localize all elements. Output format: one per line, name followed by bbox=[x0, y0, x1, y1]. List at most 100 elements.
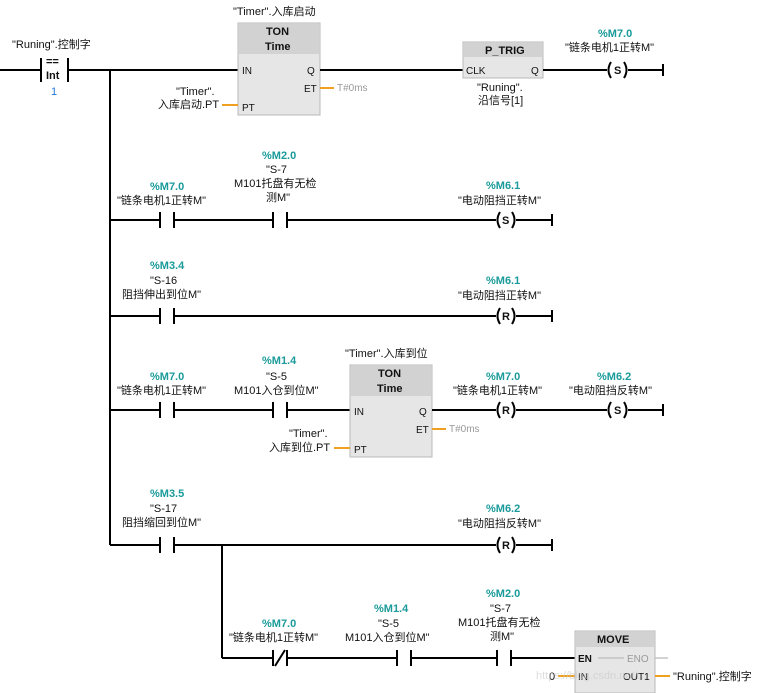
r2-coil-tag: "电动阻挡正转M" bbox=[458, 193, 541, 207]
ton2-pt-tag-line2: 入库到位.PT bbox=[269, 440, 330, 454]
ton2-type: Time bbox=[377, 383, 402, 395]
move-in-value: 0 bbox=[549, 671, 555, 683]
r6-c3-tag-line1: "S-7 bbox=[490, 603, 511, 615]
r2-c2-tag-line3: 测M" bbox=[266, 191, 290, 204]
ton1-type: Time bbox=[265, 41, 290, 53]
r4-coil2-tag: "电动阻挡反转M" bbox=[569, 383, 652, 397]
ton1-instance: "Timer".入库启动 bbox=[233, 5, 316, 18]
contact-no[interactable] bbox=[272, 402, 288, 418]
contact-no[interactable] bbox=[159, 537, 175, 553]
ton2-title: TON bbox=[378, 368, 401, 380]
r2-c2-tag-line2: M101托盘有无检 bbox=[234, 176, 317, 190]
reset-coil[interactable]: R bbox=[496, 401, 516, 419]
r5-coil-addr: %M6.2 bbox=[486, 503, 520, 515]
svg-text:R: R bbox=[502, 311, 510, 323]
ton2-pt-tag-line1: "Timer". bbox=[289, 428, 328, 440]
r2-c2-tag-line1: "S-7 bbox=[266, 164, 287, 176]
svg-text:S: S bbox=[614, 65, 621, 77]
r4-c2-tag-line1: "S-5 bbox=[266, 371, 287, 383]
ptrig-mem-line1: "Runing". bbox=[477, 82, 523, 94]
r6-c3-tag-line3: 测M" bbox=[490, 630, 514, 643]
ton2-instance: "Timer".入库到位 bbox=[345, 346, 428, 360]
r3-c1-tag-line2: 阻挡伸出到位M" bbox=[122, 287, 201, 301]
r6-c1-addr: %M7.0 bbox=[262, 618, 296, 630]
r2-c1-addr: %M7.0 bbox=[150, 181, 184, 193]
contact-nc[interactable] bbox=[272, 649, 288, 667]
contact-no[interactable] bbox=[159, 308, 175, 324]
ton1-pin-in: IN bbox=[242, 66, 252, 77]
ptrig-pin-q: Q bbox=[531, 66, 539, 77]
r3-coil-addr: %M6.1 bbox=[486, 275, 520, 287]
ptrig-pin-clk: CLK bbox=[466, 66, 486, 77]
ton1-pt-tag-line1: "Timer". bbox=[176, 86, 215, 98]
r6-c2-tag-line1: "S-5 bbox=[378, 618, 399, 630]
compare-tag: "Runing".控制字 bbox=[12, 37, 91, 51]
r5-c1-tag-line2: 阻挡缩回到位M" bbox=[122, 515, 201, 529]
r6-c2-tag-line2: M101入仓到位M" bbox=[345, 630, 430, 644]
svg-text:R: R bbox=[502, 540, 510, 552]
svg-text:R: R bbox=[502, 405, 510, 417]
ton1-pt-tag-line2: 入库启动.PT bbox=[158, 98, 219, 111]
set-coil[interactable]: S bbox=[607, 61, 628, 79]
r5-coil-tag: "电动阻挡反转M" bbox=[458, 516, 541, 530]
move-pin-out: OUT1 bbox=[623, 672, 650, 683]
watermark: https://blog.csdn.net/... bbox=[536, 670, 647, 682]
r2-c1-tag: "链条电机1正转M" bbox=[117, 193, 206, 207]
reset-coil[interactable]: R bbox=[496, 307, 516, 325]
contact-no[interactable] bbox=[396, 650, 412, 666]
ton1-block[interactable]: TON Time IN Q ET PT bbox=[237, 22, 321, 116]
svg-text:S: S bbox=[502, 215, 509, 227]
r4-c2-addr: %M1.4 bbox=[262, 355, 297, 367]
r4-coil1-tag: "链条电机1正转M" bbox=[453, 383, 542, 397]
move-out-tag: "Runing".控制字 bbox=[673, 669, 752, 683]
contact-no[interactable] bbox=[496, 650, 512, 666]
ton2-et-value: T#0ms bbox=[449, 424, 480, 435]
r3-coil-tag: "电动阻挡正转M" bbox=[458, 288, 541, 302]
ptrig-title: P_TRIG bbox=[485, 45, 525, 57]
ton1-title: TON bbox=[266, 26, 289, 38]
r3-c1-addr: %M3.4 bbox=[150, 260, 185, 272]
compare-operator: == bbox=[46, 56, 59, 68]
contact-no[interactable] bbox=[159, 402, 175, 418]
r4-coil2-addr: %M6.2 bbox=[597, 371, 631, 383]
contact-no[interactable] bbox=[272, 212, 288, 228]
r3-c1-tag-line1: "S-16 bbox=[150, 275, 177, 287]
contact-no[interactable] bbox=[159, 212, 175, 228]
r4-c1-addr: %M7.0 bbox=[150, 371, 184, 383]
ton1-pin-pt: PT bbox=[242, 103, 255, 114]
ton1-et-value: T#0ms bbox=[337, 83, 368, 94]
ptrig-mem-line2: 沿信号[1] bbox=[478, 94, 523, 107]
ton2-pin-in: IN bbox=[354, 407, 364, 418]
ton1-pin-q: Q bbox=[307, 66, 315, 77]
svg-text:S: S bbox=[614, 405, 621, 417]
r6-c3-addr: %M2.0 bbox=[486, 588, 520, 600]
r5-c1-addr: %M3.5 bbox=[150, 488, 184, 500]
move-pin-in: IN bbox=[578, 672, 588, 683]
move-title: MOVE bbox=[597, 634, 629, 646]
ton2-block[interactable]: TON Time IN Q ET PT bbox=[349, 364, 433, 458]
r6-c1-tag: "链条电机1正转M" bbox=[229, 630, 318, 644]
move-block[interactable]: MOVE EN ENO IN OUT1 bbox=[574, 630, 656, 693]
ton2-pin-et: ET bbox=[416, 425, 429, 436]
set-coil[interactable]: S bbox=[496, 211, 516, 229]
r6-c3-tag-line2: M101托盘有无检 bbox=[458, 615, 541, 629]
r6-c2-addr: %M1.4 bbox=[374, 603, 409, 615]
move-pin-en: EN bbox=[578, 654, 592, 665]
ptrig-block[interactable]: P_TRIG CLK Q bbox=[462, 41, 544, 79]
set-coil[interactable]: S bbox=[607, 401, 628, 419]
r2-coil-addr: %M6.1 bbox=[486, 180, 520, 192]
compare-contact[interactable]: == Int bbox=[40, 56, 69, 82]
r5-c1-tag-line1: "S-17 bbox=[150, 503, 177, 515]
ton1-pin-et: ET bbox=[304, 84, 317, 95]
compare-value: 1 bbox=[51, 86, 57, 98]
r2-c2-addr: %M2.0 bbox=[262, 150, 296, 162]
r4-c2-tag-line2: M101入仓到位M" bbox=[234, 383, 319, 397]
r4-coil1-addr: %M7.0 bbox=[486, 371, 520, 383]
r4-c1-tag: "链条电机1正转M" bbox=[117, 383, 206, 397]
reset-coil[interactable]: R bbox=[496, 536, 516, 554]
compare-type: Int bbox=[46, 70, 60, 82]
r1-coil-tag: "链条电机1正转M" bbox=[565, 40, 654, 54]
ton2-pin-q: Q bbox=[419, 407, 427, 418]
ton2-pin-pt: PT bbox=[354, 445, 367, 456]
r1-coil-addr: %M7.0 bbox=[598, 28, 632, 40]
